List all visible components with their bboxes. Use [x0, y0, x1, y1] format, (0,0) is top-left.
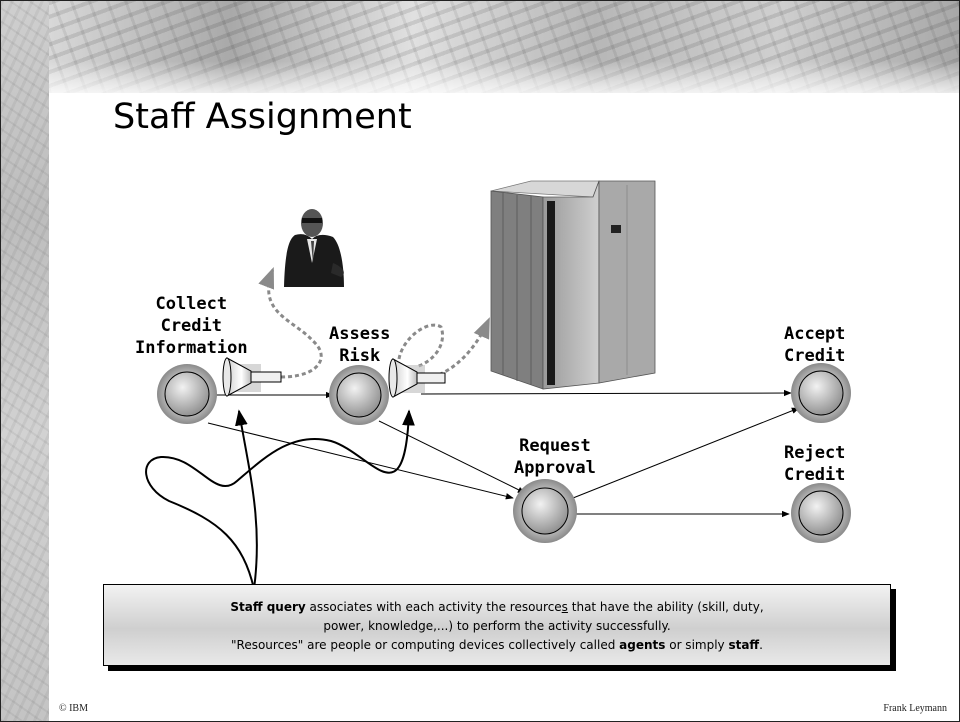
footer-copyright: © IBM	[59, 703, 88, 714]
explanation-line-3: "Resources" are people or computing devi…	[231, 638, 763, 652]
activity-node-accept	[791, 363, 851, 423]
staff-query-funnel-icon	[222, 357, 282, 397]
activity-node-reject	[791, 483, 851, 543]
activity-node-collect	[157, 364, 217, 424]
activity-node-request	[513, 479, 577, 543]
slide-title: Staff Assignment	[113, 97, 412, 137]
explanation-line-1: Staff query associates with each activit…	[230, 600, 764, 614]
control-connectors	[207, 389, 800, 518]
explanation-box: Staff query associates with each activit…	[103, 584, 891, 666]
explanation-line-2: power, knowledge,...) to perform the act…	[323, 619, 671, 633]
callout-curves	[145, 409, 415, 590]
computer-server-icon	[490, 180, 656, 390]
activity-node-assess	[329, 365, 389, 425]
texture-fade	[49, 61, 959, 101]
background-texture-left	[1, 1, 49, 721]
person-icon	[284, 209, 344, 287]
footer-author: Frank Leymann	[883, 703, 947, 714]
staff-query-funnel-icon	[388, 358, 446, 398]
